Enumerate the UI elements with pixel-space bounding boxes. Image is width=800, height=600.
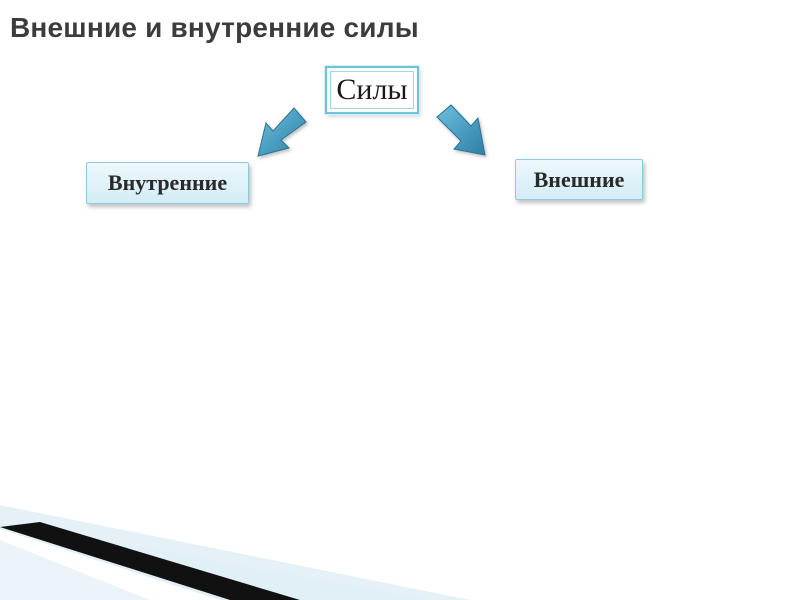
root-node-box: Силы <box>325 66 419 114</box>
node-internal: Внутренние <box>86 162 249 204</box>
arrow-to-external <box>436 104 486 156</box>
root-node-inner-border <box>330 71 414 109</box>
node-internal-label: Внутренние <box>107 170 228 195</box>
decorative-swoosh <box>0 505 470 600</box>
slide-title: Внешние и внутренние силы <box>10 12 419 43</box>
arrow-to-internal <box>257 107 307 157</box>
root-node-label: Силы <box>336 73 408 106</box>
node-external: Внешние <box>515 159 643 200</box>
node-external-label: Внешние <box>533 166 625 192</box>
